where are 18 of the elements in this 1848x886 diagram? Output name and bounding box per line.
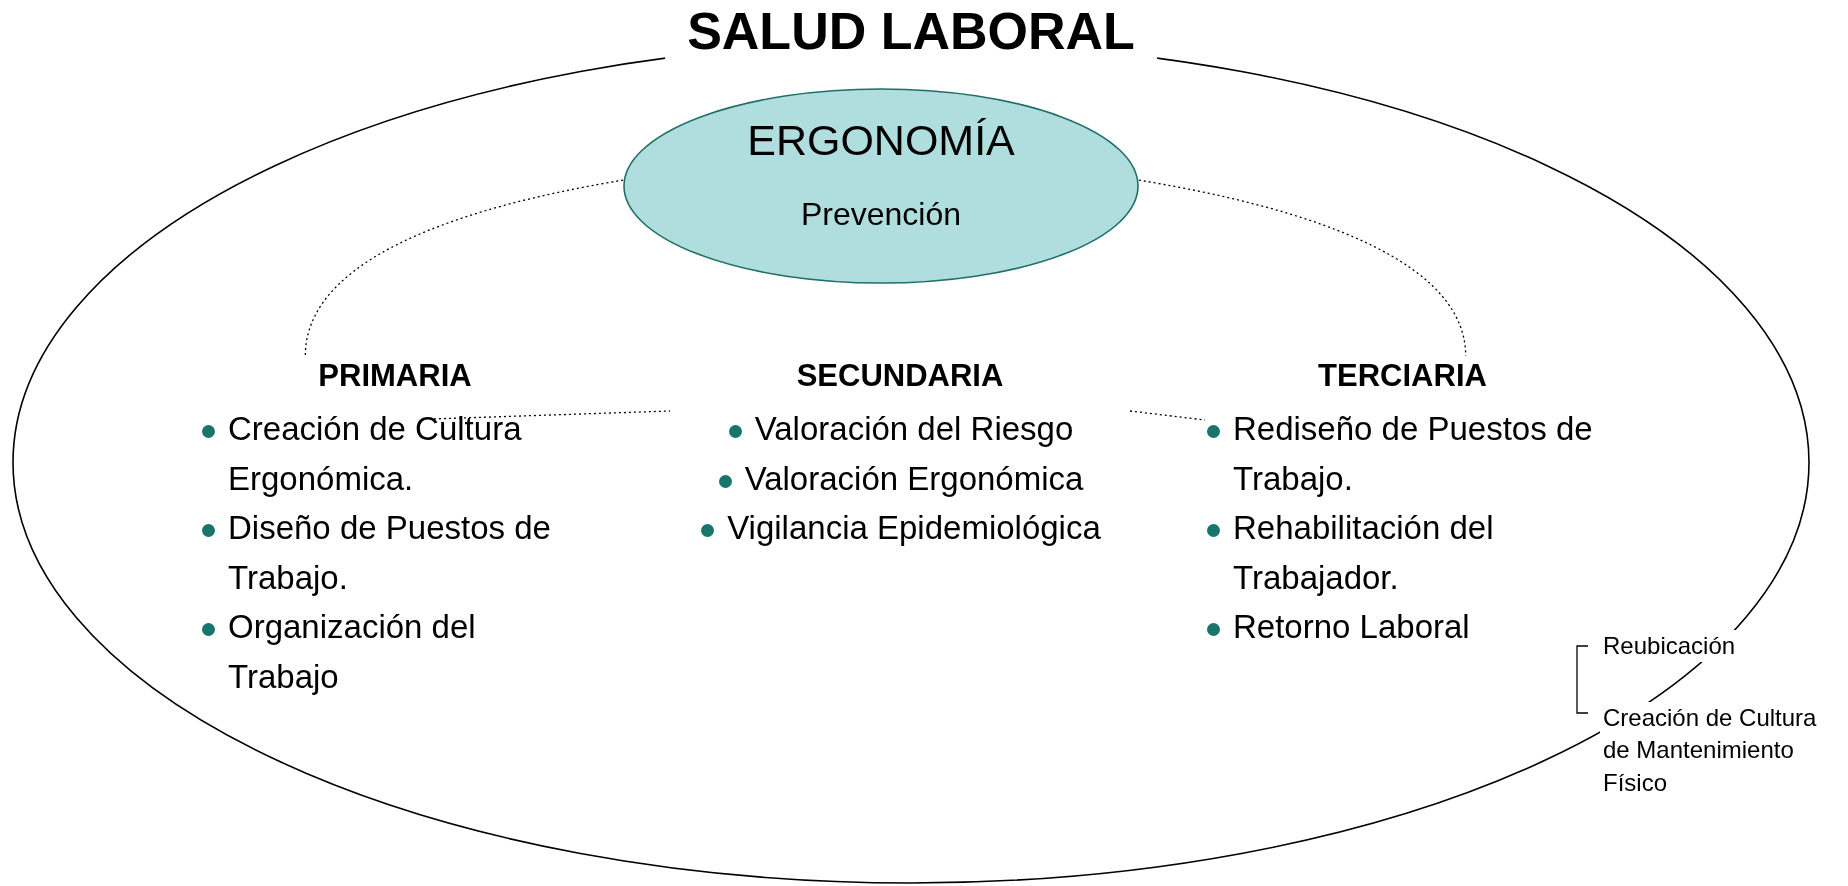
dotted-connector: [1138, 179, 1467, 357]
level-heading: TERCIARIA: [1317, 357, 1488, 395]
dotted-connector: [433, 410, 671, 420]
bullet-item: Valoración del Riesgo: [726, 404, 1074, 454]
ellipse-subtitle: Prevención: [800, 196, 962, 233]
bullet-item: Vigilancia Epidemiológica: [699, 503, 1101, 553]
bullet-item: Creación de Cultura Ergonómica.: [200, 404, 590, 504]
bullet-item: Rediseño de Puestos de Trabajo.: [1205, 404, 1600, 504]
bullet-item: Organización del Trabajo: [200, 602, 590, 702]
ellipse-heading: ERGONOMÍA: [747, 116, 1015, 165]
level-heading: PRIMARIA: [317, 357, 473, 395]
bullet-item: Diseño de Puestos de Trabajo.: [200, 503, 590, 603]
bullet-item: Rehabilitación del Trabajador.: [1205, 503, 1600, 603]
dotted-connector: [304, 179, 624, 357]
bullet-item: Valoración Ergonómica: [716, 453, 1084, 504]
bullet-item: Retorno Laboral: [1205, 602, 1600, 652]
dotted-connector: [1129, 410, 1206, 421]
level-heading: SECUNDARIA: [795, 357, 1005, 395]
